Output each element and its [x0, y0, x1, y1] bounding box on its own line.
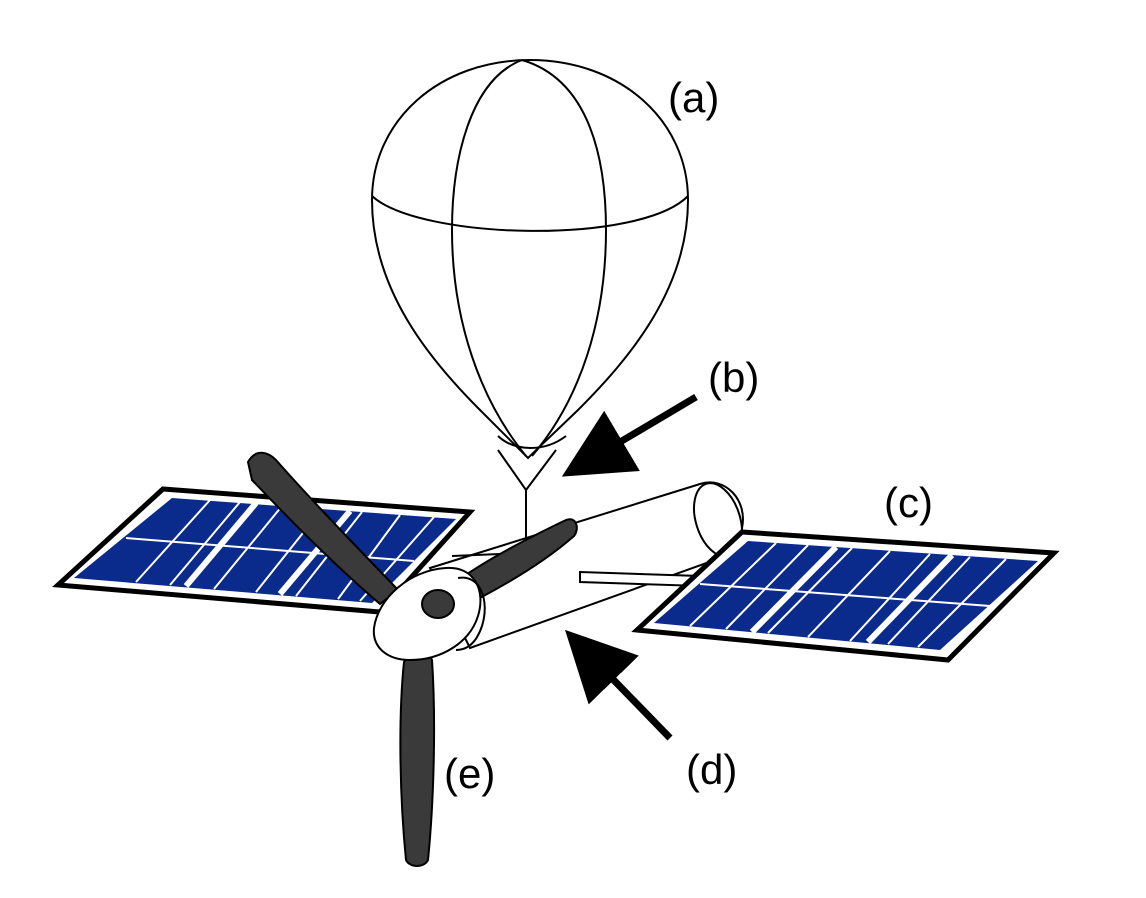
- balloon-gore-right: [521, 59, 608, 457]
- label-d: (d): [686, 746, 737, 793]
- rotor-collar: [455, 576, 486, 651]
- panel-rod-left: [451, 553, 501, 557]
- balloon-gore-left: [450, 59, 527, 457]
- label-e: (e): [444, 750, 495, 797]
- rotor: [246, 451, 578, 867]
- rotor-blade-lower: [399, 652, 436, 867]
- balloon-base-ring: [497, 435, 567, 449]
- fuselage: [428, 481, 744, 650]
- arrow-b: [561, 393, 698, 477]
- label-b: (b): [708, 354, 759, 401]
- balloon-envelope: [370, 58, 690, 460]
- arrows: [561, 393, 698, 741]
- label-c: (c): [884, 479, 933, 526]
- solar-panel-right: [631, 529, 1060, 663]
- label-a: (a): [668, 74, 719, 121]
- arrow-d: [564, 629, 673, 741]
- balloon-tethers: [497, 449, 557, 540]
- balloon: [370, 58, 690, 540]
- rotor-hub: [421, 589, 455, 619]
- rotor-blade-upper-left: [246, 451, 400, 606]
- balloon-equator: [371, 195, 689, 232]
